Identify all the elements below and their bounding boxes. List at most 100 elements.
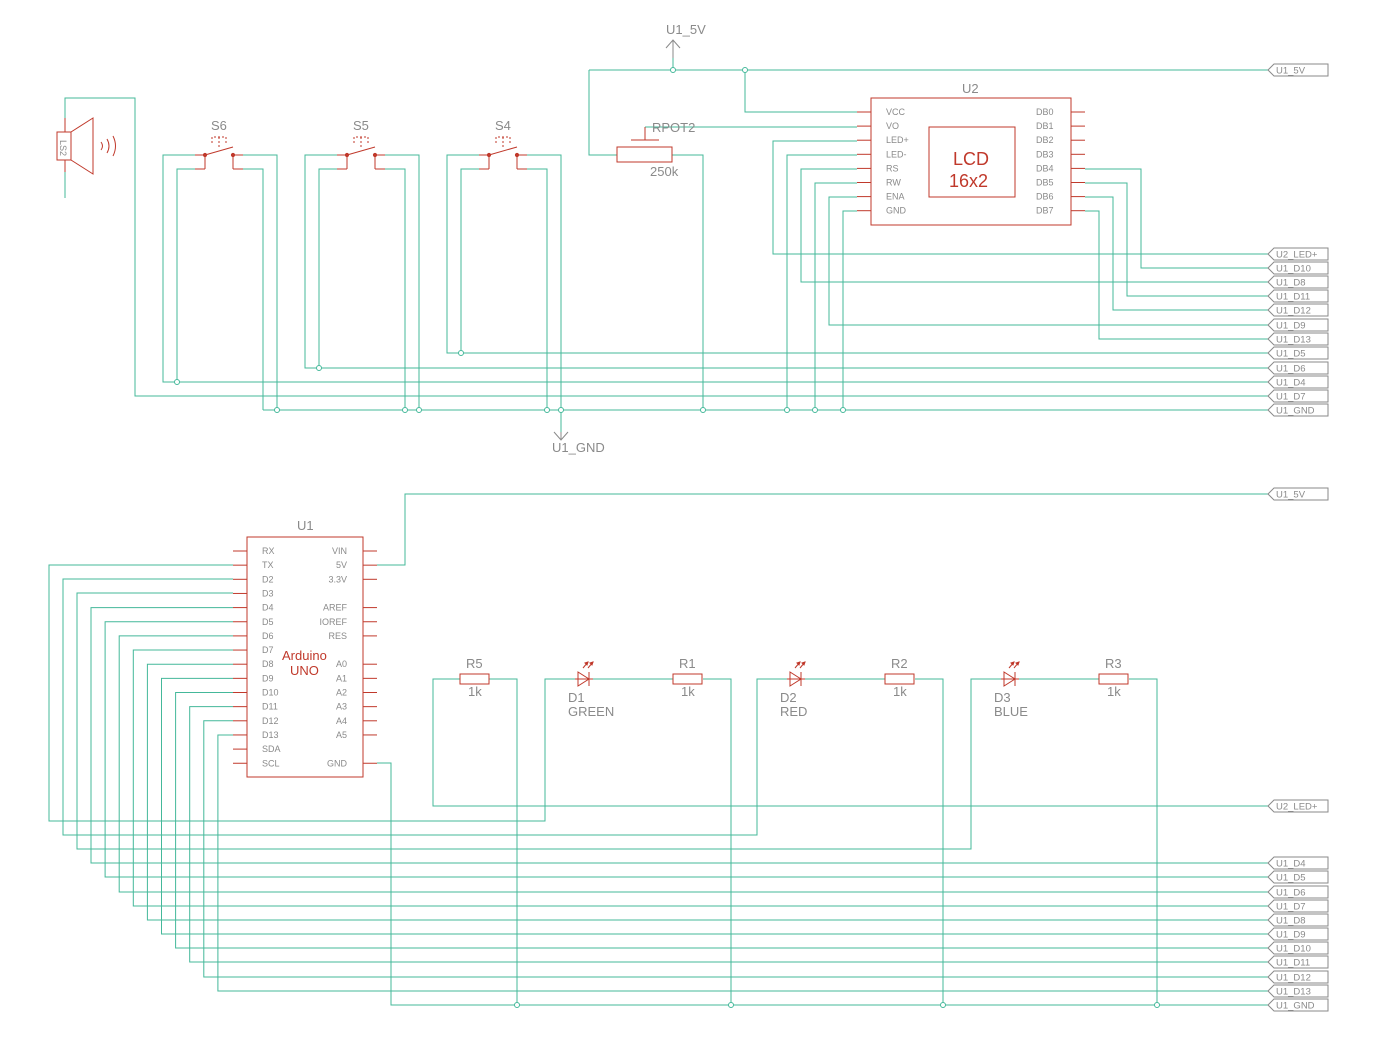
net-flag-label: U1_D10	[1276, 264, 1311, 275]
arduino-pin-right: IOREF	[319, 617, 347, 627]
lcd-pin-left: LED-	[886, 149, 907, 159]
arduino-pin-right: A3	[336, 702, 347, 712]
led-ref: D2	[780, 690, 797, 705]
lcd-pin-right: DB2	[1036, 135, 1054, 145]
net-d7	[132, 649, 1268, 907]
led-color: GREEN	[568, 704, 614, 719]
gnd-label: U1_GND	[552, 440, 605, 455]
flag-top-u1-d4: U1_D4	[1267, 375, 1329, 389]
net-d4	[90, 607, 1268, 864]
lcd-pin-right: DB1	[1036, 121, 1054, 131]
arduino-pin-left: D5	[262, 617, 274, 627]
led-color: BLUE	[994, 704, 1028, 719]
vcc-symbol: U1_5V	[665, 22, 706, 58]
arduino-pin-right: A0	[336, 659, 347, 669]
speaker-icon: LS2	[56, 117, 116, 175]
flag-bottom-u1-d9: U1_D9	[1267, 927, 1329, 941]
net-flag-label: U1_D4	[1276, 859, 1306, 870]
switch-ref: S5	[353, 118, 369, 133]
lcd-pins: VCCVOLED+LED-RSRWENAGNDDB0DB1DB2DB3DB4DB…	[857, 107, 1085, 216]
led-ref: D1	[568, 690, 585, 705]
lcd-pin-left: RS	[886, 163, 899, 173]
net-flag-label: U1_D8	[1276, 916, 1306, 927]
switch-ref: S4	[495, 118, 511, 133]
switch-s5: S5	[337, 118, 385, 170]
lcd-pin-right: DB6	[1036, 192, 1054, 202]
arduino-pin-left: D4	[262, 603, 274, 613]
speaker-ref: LS2	[58, 140, 68, 156]
net-d6	[118, 635, 1268, 893]
lcd-pin-right: DB0	[1036, 107, 1054, 117]
net-flag-label: U1_D10	[1276, 944, 1311, 955]
flag-top-u1-d10: U1_D10	[1267, 261, 1329, 275]
lcd-size: 16x2	[949, 171, 988, 191]
led-color: RED	[780, 704, 807, 719]
net-flag-label: U1_GND	[1276, 406, 1315, 417]
arduino-pin-left: D13	[262, 730, 279, 740]
resistor-value: 1k	[468, 684, 482, 699]
net-flag-label: U1_D7	[1276, 392, 1306, 403]
arduino-pin-right: GND	[327, 758, 348, 768]
arduino-pins: RXTXD2D3D4D5D6D7D8D9D10D11D12D13SDASCLVI…	[233, 546, 377, 768]
arduino-pin-left: D6	[262, 631, 274, 641]
net-flag-label: U1_D7	[1276, 902, 1306, 913]
flag-bottom-u1-gnd: U1_GND	[1267, 998, 1329, 1012]
lcd-pin-left: VCC	[886, 107, 906, 117]
pot-ref: RPOT2	[652, 120, 695, 135]
potentiometer: RPOT2 250k	[616, 120, 695, 179]
arduino-pin-left: D3	[262, 588, 274, 598]
net-flag-label: U1_D13	[1276, 335, 1311, 346]
lcd-pin-right: DB7	[1036, 206, 1054, 216]
flag-bottom-u1-d8: U1_D8	[1267, 913, 1329, 927]
top-net-flags: U1_5VU2_LED+U1_D10U1_D8U1_D11U1_D12U1_D9…	[1267, 63, 1329, 417]
resistor-ref: R1	[679, 656, 696, 671]
arduino-pin-right: 3.3V	[328, 574, 347, 584]
lcd-module: U2 LCD 16x2 VCCVOLED+LED-RSRWENAGNDDB0DB…	[857, 81, 1085, 226]
flag-top-u1-d7: U1_D7	[1267, 389, 1329, 403]
net-flag-label: U1_D9	[1276, 930, 1306, 941]
arduino-pin-left: SCL	[262, 758, 280, 768]
arduino-pin-left: D8	[262, 659, 274, 669]
flag-bottom-u1-5v: U1_5V	[1267, 487, 1329, 501]
flag-top-u1-d13: U1_D13	[1267, 332, 1329, 346]
net-d12	[203, 720, 1268, 978]
switch-s6: S6	[195, 118, 243, 170]
arduino-pin-nets	[90, 607, 1268, 992]
net-flag-label: U1_D5	[1276, 349, 1306, 360]
flag-bottom-u1-d7: U1_D7	[1267, 899, 1329, 913]
flag-top-u1-d11: U1_D11	[1267, 289, 1329, 303]
flag-top-u1-5v: U1_5V	[1267, 63, 1329, 77]
net-flag-label: U1_D5	[1276, 873, 1306, 884]
flag-top-u1-gnd: U1_GND	[1267, 403, 1329, 417]
arduino-model: UNO	[290, 663, 319, 678]
arduino-pin-left: SDA	[262, 744, 281, 754]
lcd-ref: U2	[962, 81, 979, 96]
net-flag-label: U1_D6	[1276, 888, 1306, 899]
net-d11	[189, 706, 1268, 963]
flag-bottom-u1-d13: U1_D13	[1267, 984, 1329, 998]
lcd-pin-left: LED+	[886, 135, 909, 145]
arduino-pin-right: A5	[336, 730, 347, 740]
net-d13	[217, 734, 1268, 992]
flag-top-u1-d5: U1_D5	[1267, 346, 1329, 360]
lcd-pin-left: RW	[886, 178, 901, 188]
flag-bottom-u1-d6: U1_D6	[1267, 885, 1329, 899]
arduino-pin-right: 5V	[336, 560, 347, 570]
led-ref: D3	[994, 690, 1011, 705]
flag-bottom-u1-d10: U1_D10	[1267, 941, 1329, 955]
net-d5	[104, 621, 1268, 878]
top-wires	[64, 58, 1268, 432]
net-flag-label: U1_D13	[1276, 987, 1311, 998]
net-d8	[146, 663, 1268, 921]
lcd-pin-left: VO	[886, 121, 899, 131]
top-junctions	[174, 67, 846, 413]
flag-bottom-u1-d4: U1_D4	[1267, 856, 1329, 870]
gnd-symbol: U1_GND	[552, 431, 605, 455]
net-flag-label: U1_D12	[1276, 306, 1311, 317]
